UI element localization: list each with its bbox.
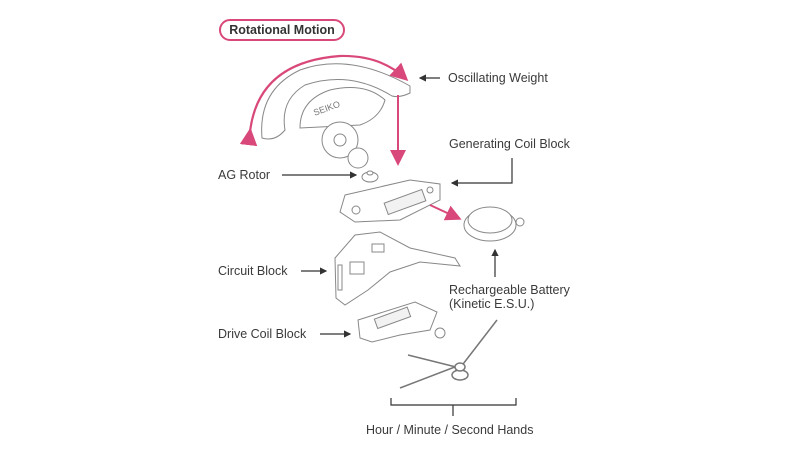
label-hands: Hour / Minute / Second Hands bbox=[366, 423, 534, 437]
generating-coil-pointer bbox=[450, 158, 513, 187]
label-circuit-block: Circuit Block bbox=[218, 264, 288, 278]
watch-hands-part bbox=[399, 319, 498, 389]
label-rechargeable-battery: Rechargeable Battery bbox=[449, 283, 570, 297]
circuit-block-part bbox=[334, 231, 461, 306]
ag-rotor-part bbox=[361, 170, 379, 183]
battery-flow-arrow bbox=[429, 204, 462, 221]
generating-coil-block-part bbox=[339, 179, 441, 223]
hands-bracket bbox=[390, 398, 517, 406]
label-generating-coil-block: Generating Coil Block bbox=[449, 137, 570, 151]
drive-coil-block-part bbox=[357, 301, 446, 343]
rotational-motion-badge: Rotational Motion bbox=[219, 19, 345, 41]
label-ag-rotor: AG Rotor bbox=[218, 168, 271, 182]
rechargeable-battery-part bbox=[463, 206, 525, 242]
label-oscillating-weight: Oscillating Weight bbox=[448, 71, 548, 85]
label-drive-coil-block: Drive Coil Block bbox=[218, 327, 307, 341]
rotation-arrow bbox=[239, 54, 409, 147]
oscillating-weight-part: SEIKO bbox=[261, 63, 411, 169]
label-kinetic-esu: (Kinetic E.S.U.) bbox=[449, 297, 535, 311]
